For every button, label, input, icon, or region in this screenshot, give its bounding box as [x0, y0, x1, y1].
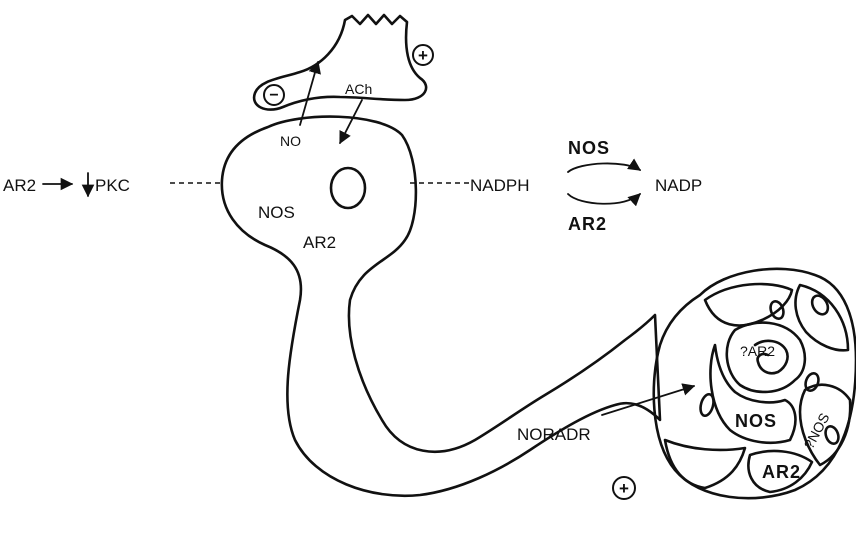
reaction-ar2-label: AR2 [568, 214, 607, 234]
ach-arrow [340, 100, 362, 143]
nos-reaction-arrow [568, 163, 640, 172]
pkc-label: PKC [95, 176, 130, 195]
terminal-plus-sign: + [613, 477, 635, 499]
vessel-nos-label: NOS [735, 411, 777, 431]
vessel-ar2-label: AR2 [762, 462, 801, 482]
noradr-label: NORADR [517, 425, 591, 444]
neuron-outline [222, 117, 660, 496]
soma-nos-label: NOS [258, 203, 295, 222]
presyn-plus-sign: + [413, 45, 433, 65]
presyn-minus-sign: − [264, 85, 284, 105]
q-ar2-label: ?AR2 [740, 343, 775, 359]
ar2-reaction-arrow [568, 194, 640, 204]
svg-text:+: + [418, 46, 428, 65]
svg-text:−: − [269, 87, 278, 104]
target-vessel [654, 269, 856, 498]
ar2-left-label: AR2 [3, 176, 36, 195]
nadp-label: NADP [655, 176, 702, 195]
soma-ar2-label: AR2 [303, 233, 336, 252]
ach-label: ACh [345, 81, 372, 97]
no-label: NO [280, 133, 301, 149]
nadph-label: NADPH [470, 176, 530, 195]
reaction-nos-label: NOS [568, 138, 610, 158]
svg-text:+: + [619, 479, 629, 498]
q-nos-label: ?NOS [801, 410, 833, 451]
